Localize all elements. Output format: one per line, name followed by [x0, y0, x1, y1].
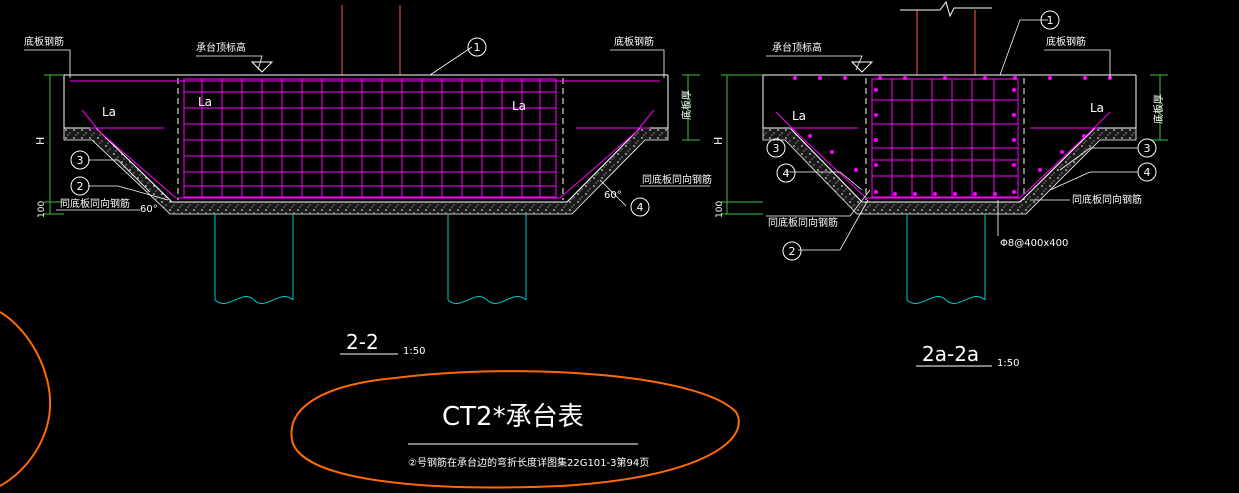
label-bottom-slab-rebar-right: 底板钢筋: [614, 35, 654, 48]
section-scale: 1:50: [997, 358, 1019, 369]
svg-text:3: 3: [1144, 142, 1151, 155]
elevation-marker-icon: [250, 61, 274, 73]
table-note: ②号钢筋在承台边的弯折长度详图集22G101-3第94页: [408, 456, 649, 469]
label-100: 100: [37, 201, 47, 218]
marker-4: 4: [1137, 162, 1157, 182]
marker-3: 3: [1137, 138, 1157, 158]
label-h: H: [712, 137, 725, 145]
rebar-dots: [793, 76, 1112, 196]
svg-text:3: 3: [773, 142, 780, 155]
marker-2: 2: [782, 241, 802, 261]
label-same-dir-rebar-left: 同底板同向钢筋: [60, 197, 130, 210]
concrete-cushion: [63, 127, 669, 215]
label-stirrup: Φ8@400x400: [1000, 238, 1068, 249]
label-bottom-slab-rebar: 底板钢筋: [1046, 35, 1086, 48]
marker-4: 4: [776, 163, 796, 183]
svg-text:1: 1: [474, 41, 481, 54]
label-same-dir-rebar-right: 同底板同向钢筋: [1072, 193, 1142, 206]
label-la: La: [1090, 101, 1104, 115]
dimension-lines: [44, 74, 700, 215]
label-cap-top-elev: 承台顶标高: [196, 41, 246, 54]
pile-left: [214, 214, 294, 304]
marker-1: 1: [467, 37, 487, 57]
break-line: [900, 0, 992, 18]
pile-right: [447, 214, 527, 304]
markup-annotations: [0, 311, 740, 489]
markup-ellipse: [290, 370, 740, 489]
table-title: CT2*承台表: [442, 402, 584, 432]
leader-lines: [766, 19, 1138, 251]
angle-left: 60°: [140, 204, 158, 215]
angle-right: 60°: [604, 190, 622, 201]
marker-3: 3: [766, 138, 786, 158]
cap-outline: [63, 104, 669, 203]
label-h: H: [34, 137, 47, 145]
svg-text:3: 3: [77, 154, 84, 167]
cap-table-title: CT2*承台表 ②号钢筋在承台边的弯折长度详图集22G101-3第94页: [408, 402, 649, 469]
label-la: La: [102, 105, 116, 119]
marker-4: 4: [630, 197, 650, 217]
pile: [906, 214, 986, 304]
markup-arc: [0, 311, 52, 487]
marker-2: 2: [70, 176, 90, 196]
svg-text:2: 2: [77, 180, 84, 193]
section-title: 2-2: [346, 330, 379, 354]
dimension-lines: [721, 74, 1168, 215]
cap-outline: [762, 104, 1137, 203]
label-la: La: [198, 95, 212, 109]
label-same-dir-rebar-right: 同底板同向钢筋: [642, 173, 712, 186]
label-slab-thickness: 底板厚: [680, 90, 693, 120]
section-2-2: 底板钢筋 承台顶标高 底板钢筋 底板厚 La La La H 100 同底板同向…: [24, 5, 712, 357]
label-cap-top-elev: 承台顶标高: [772, 41, 822, 54]
svg-text:2: 2: [789, 245, 796, 258]
svg-text:4: 4: [637, 201, 644, 214]
svg-text:4: 4: [1144, 166, 1151, 179]
rebar-mesh: [70, 78, 660, 199]
label-same-dir-rebar-left: 同底板同向钢筋: [768, 216, 838, 229]
svg-text:4: 4: [783, 167, 790, 180]
label-slab-thickness: 底板厚: [1152, 94, 1165, 124]
label-bottom-slab-rebar-left: 底板钢筋: [24, 35, 64, 48]
marker-1: 1: [1040, 10, 1060, 30]
elevation-marker-icon: [850, 61, 874, 73]
label-la: La: [512, 99, 526, 113]
label-100: 100: [715, 201, 725, 218]
label-la: La: [792, 109, 806, 123]
svg-text:1: 1: [1047, 14, 1054, 27]
section-title: 2a-2a: [922, 342, 979, 366]
marker-3: 3: [70, 150, 90, 170]
leader-lines: [24, 46, 710, 211]
section-scale: 1:50: [403, 346, 425, 357]
section-2a-2a: 承台顶标高 底板钢筋 底板厚 La La H 100 同底板同向钢筋 同底板同向…: [712, 0, 1168, 369]
